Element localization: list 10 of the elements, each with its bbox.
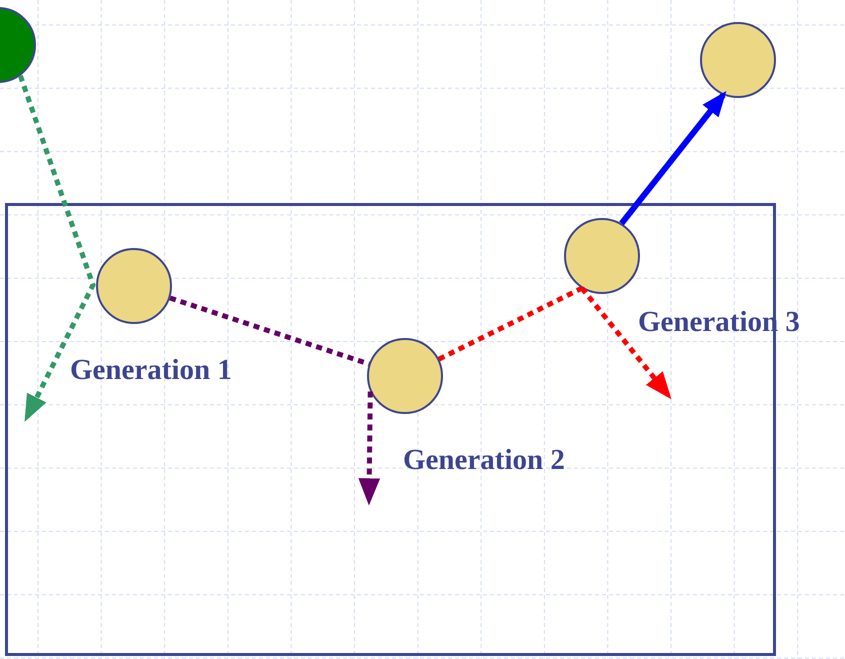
arrow (619, 90, 726, 226)
arrow (358, 391, 380, 506)
connector-line (169, 296, 370, 366)
connector-line (438, 286, 583, 362)
particle-circle (367, 338, 443, 414)
arrow (580, 286, 672, 400)
generation-label: Generation 1 (70, 354, 232, 387)
arrow (18, 74, 96, 422)
generation-label: Generation 2 (403, 444, 565, 477)
frame-box (5, 203, 776, 656)
